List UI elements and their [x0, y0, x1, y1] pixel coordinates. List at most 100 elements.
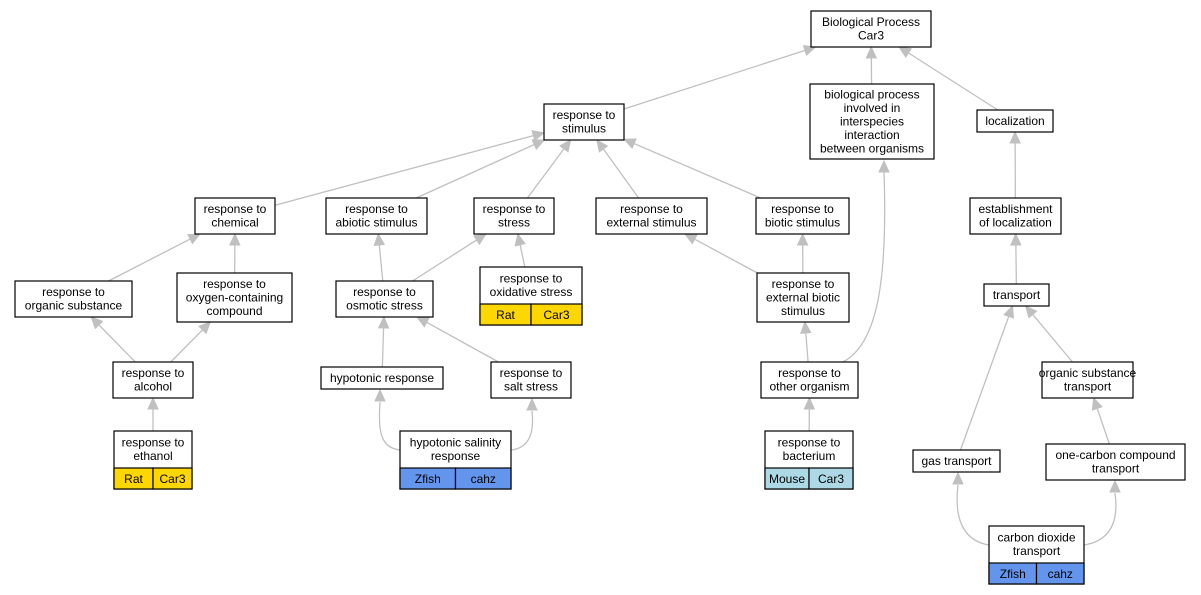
arrowhead-rtbact-to-rtother [803, 396, 816, 410]
node-onec-label-line: transport [1092, 462, 1140, 476]
node-estloc-label-line: of localization [979, 216, 1052, 230]
node-rtorg-box [14, 280, 133, 318]
arrowhead-orgtr-to-transport [1024, 305, 1038, 319]
arrowhead-rtalc-to-rtoxy [198, 321, 212, 335]
node-rteth-tag-label: Rat [124, 472, 143, 486]
edge-loc-to-bp [907, 51, 999, 111]
node-rtchem-box [194, 197, 276, 235]
arrowhead-rtextbio-to-rtbio [796, 232, 809, 246]
node-rtchem-label-line: response to [204, 202, 267, 216]
node-hyposal-tag-label: cahz [471, 472, 496, 486]
node-rtstress-label-line: response to [483, 202, 546, 216]
node-rtextbio-box [756, 272, 850, 323]
node-co2-label-line: transport [1013, 544, 1061, 558]
edge-rtbio-to-rts [632, 142, 761, 199]
edge-rtstress-to-rts [526, 147, 566, 199]
arrowhead-co2-to-onec [1109, 479, 1121, 493]
edge-gastr-to-transport [959, 315, 1010, 451]
node-loc-box [976, 109, 1054, 133]
node-loc-label-line: localization [985, 114, 1044, 128]
edge-transport-to-estloc [1015, 243, 1018, 285]
edge-rtoxs-to-rtstress [519, 243, 526, 268]
edge-rtchem-to-rts [274, 134, 535, 206]
node-bp-label-line: Biological Process [822, 15, 920, 29]
node-rtbio-label-line: response to [771, 202, 834, 216]
edge-co2-to-onec [1083, 492, 1117, 546]
node-rtsalt-label-line: response to [500, 366, 563, 380]
node-rtother-label-line: response to [778, 366, 841, 380]
edge-hyposal-to-hypo [378, 401, 401, 451]
node-rts-label-line: stimulus [562, 122, 606, 136]
node-hypo-box [320, 366, 444, 390]
node-gastr-label-line: gas transport [921, 454, 992, 468]
arrowhead-rtchem-to-rts [531, 130, 546, 142]
node-bpinv-label-line: interspecies [840, 114, 904, 128]
node-gastr-box [912, 449, 1001, 473]
node-hyposal-tag-label: Zfish [415, 472, 441, 486]
node-loc[interactable]: localization [976, 109, 1054, 133]
node-rtoxs-label-line: oxidative stress [490, 285, 573, 299]
node-rtstress-box [473, 197, 555, 235]
arrowhead-estloc-to-loc [1009, 130, 1021, 144]
node-hypo[interactable]: hypotonic response [320, 366, 444, 390]
node-orgtr-label-line: transport [1064, 380, 1112, 394]
node-rtbact-tag-label: Mouse [769, 472, 805, 486]
node-rteth-tag-label: Car3 [159, 472, 185, 486]
node-rtbio-box [755, 197, 850, 235]
node-transport[interactable]: transport [983, 283, 1050, 307]
edge-hypo-to-rtosm [381, 326, 385, 368]
node-rteth-label-line: ethanol [133, 449, 172, 463]
node-bpinv-label-line: biological process [824, 87, 919, 101]
node-rts-label-line: response to [553, 108, 616, 122]
node-rts-box [543, 103, 625, 141]
node-hypo-label-line: hypotonic response [330, 371, 434, 385]
arrowhead-rtosm-to-rtabio [373, 232, 386, 247]
node-rtother-box [760, 361, 859, 399]
arrowhead-gastr-to-transport [1003, 304, 1015, 319]
edge-onec-to-orgtr [1096, 407, 1110, 445]
node-bpinv-label-line: interaction [844, 128, 899, 142]
arrowhead-rtother-to-bpinv [878, 159, 890, 173]
edge-rtosm-to-rtabio [378, 243, 384, 282]
node-rtbact-label-line: bacterium [783, 449, 836, 463]
edge-rtalc-to-rtoxy [170, 328, 204, 363]
edge-rtabio-to-rts [415, 143, 536, 199]
node-gastr[interactable]: gas transport [912, 449, 1001, 473]
node-hyposal-label-line: hypotonic salinity [410, 436, 501, 450]
node-rtbact-tag-cell [808, 467, 854, 490]
node-rteth-label-line: response to [122, 436, 185, 450]
arrowhead-rtoxy-to-rtchem [229, 232, 241, 246]
arrowhead-rtoxs-to-rtstress [514, 232, 526, 247]
node-rtext-label-line: external stimulus [606, 216, 696, 230]
edge-orgtr-to-transport [1031, 313, 1073, 363]
arrowhead-hypo-to-rtosm [377, 315, 390, 329]
node-rtoxy-label-line: oxygen-containing [186, 290, 283, 304]
arrowhead-rtsalt-to-rtosm [415, 316, 430, 328]
node-rtoxs-tag-cell [530, 303, 583, 326]
node-rtosm-box [335, 280, 434, 318]
